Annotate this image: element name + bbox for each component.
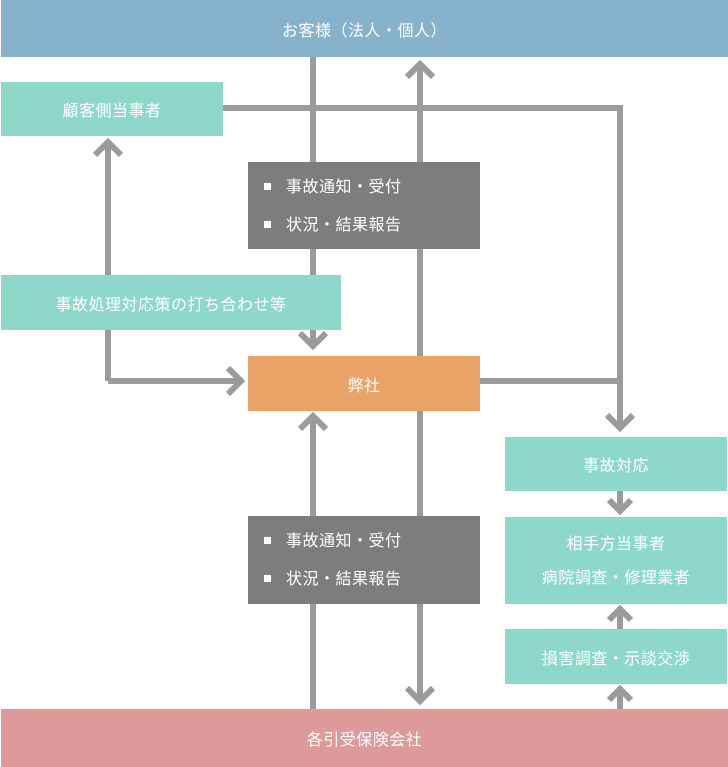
arrowhead-up-counterparty — [606, 604, 634, 623]
arrowhead-down-insurers — [404, 685, 436, 706]
customer-contact-label: 顧客側当事者 — [62, 101, 162, 120]
counterparty-label: 相手方当事者 — [566, 533, 666, 553]
arrowhead-down-response — [604, 412, 636, 433]
customer-contact-node: 顧客側当事者 — [1, 82, 223, 136]
accident-response-label: 事故対応 — [582, 456, 649, 475]
info-box-upper: 事故通知・受付 状況・結果報告 — [248, 162, 480, 249]
insurers-node: 各引受保険会社 — [1, 709, 728, 767]
repair-vendor-label: 病院調査・修理業者 — [541, 567, 691, 587]
arrowhead-up-customer-contact — [92, 137, 124, 158]
arrowhead-down-counterparty — [606, 497, 634, 516]
counterparty-node: 相手方当事者 病院調査・修理業者 — [505, 517, 727, 604]
coordination-label: 事故処理対応策の打ち合わせ等 — [55, 294, 287, 314]
arrowhead-up-survey — [606, 684, 634, 703]
accident-response-node: 事故対応 — [505, 437, 727, 491]
info-box-lower: 事故通知・受付 状況・結果報告 — [248, 516, 480, 604]
damage-survey-node: 損害調査・示談交渉 — [505, 629, 727, 684]
insurers-label: 各引受保険会社 — [306, 730, 423, 749]
connector-contact-to-response — [222, 105, 623, 428]
arrowhead-down-company — [297, 330, 329, 351]
company-label: 弊社 — [347, 375, 381, 395]
customer-label: お客様（法人・個人） — [281, 20, 447, 40]
info-lower-item-notification: 事故通知・受付 — [264, 522, 402, 560]
coordination-node: 事故処理対応策の打ち合わせ等 — [1, 275, 341, 330]
info-lower-item-report: 状況・結果報告 — [264, 560, 402, 598]
arrowhead-up-customer — [404, 59, 436, 80]
arrowhead-right-company — [225, 365, 246, 397]
customer-node: お客様（法人・個人） — [1, 0, 728, 57]
company-node: 弊社 — [248, 356, 480, 411]
info-upper-item-notification: 事故通知・受付 — [264, 168, 402, 206]
damage-survey-label: 損害調査・示談交渉 — [541, 648, 691, 668]
arrowhead-up-company — [297, 411, 329, 432]
info-upper-item-report: 状況・結果報告 — [264, 206, 402, 244]
